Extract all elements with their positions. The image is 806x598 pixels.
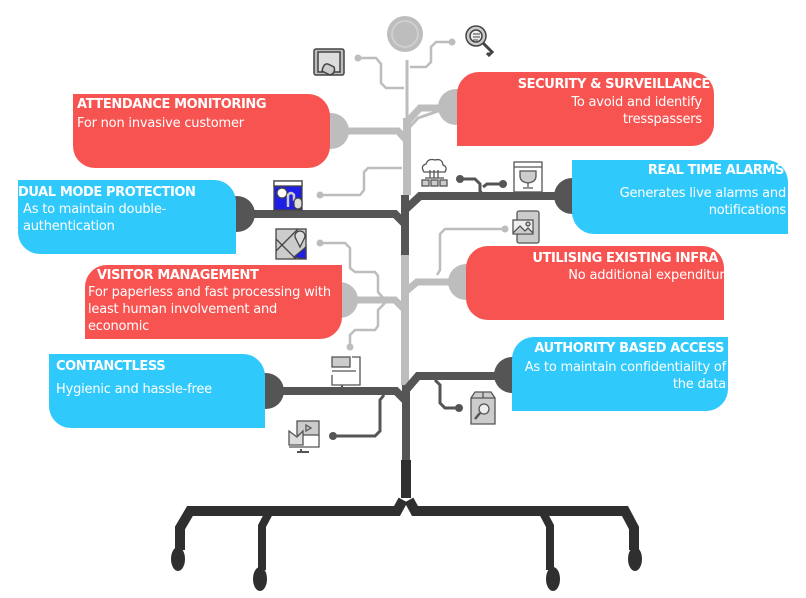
card-security-surveillance: SECURITY & SURVEILLANCE To avoid and ide… — [457, 72, 714, 146]
trunk-upper — [405, 60, 448, 134]
circuit-cloud — [460, 177, 486, 197]
branch-dual — [237, 210, 408, 227]
card-visitor-management: VISITOR MANAGEMENT For paperless and fas… — [85, 265, 342, 339]
search-key-icon — [465, 25, 495, 58]
branch-attendance — [330, 127, 410, 144]
circuit-top-right — [410, 40, 450, 69]
root-tips — [171, 547, 642, 591]
root-right-inner — [538, 509, 554, 570]
card-utilising-existing-infra: UTILISING EXISTING INFRA No additional e… — [466, 246, 732, 320]
card-desc: For non invasive customer — [77, 116, 244, 131]
tablet-touch-icon — [313, 48, 345, 76]
map-pin-icon — [275, 228, 307, 260]
branch-contactless — [266, 387, 409, 404]
circuit-money — [320, 166, 402, 197]
circuit-video — [333, 394, 386, 438]
card-title: ATTENDANCE MONITORING — [77, 97, 267, 112]
card-dual-mode-protection: DUAL MODE PROTECTION As to maintain doub… — [18, 180, 236, 254]
dark-trunk — [237, 177, 572, 468]
card-desc: As to maintain confidentiality of the da… — [524, 360, 726, 392]
root-left-inner — [258, 509, 274, 570]
card-title: SECURITY & SURVEILLANCE — [517, 77, 711, 92]
roots — [175, 460, 639, 570]
card-title: CONTANCTLESS — [56, 359, 166, 374]
branch-authority — [402, 372, 512, 393]
card-title: DUAL MODE PROTECTION — [18, 185, 196, 200]
card-desc: To avoid and identify tresspassers — [571, 95, 702, 127]
card-desc: Generates live alarms and notifications — [619, 186, 787, 218]
circuit-map — [320, 241, 386, 301]
card-title: UTILISING EXISTING INFRA — [532, 251, 718, 266]
light-trunk — [320, 40, 505, 385]
package-search-icon — [470, 391, 496, 425]
circuit-trophy — [482, 182, 502, 189]
cloud-network-icon — [421, 158, 448, 187]
computer-monitor-icon — [331, 356, 361, 390]
card-authority-based-access: AUTHORITY BASED ACCESS As to maintain co… — [512, 337, 728, 411]
circuit-package — [433, 378, 458, 410]
money-mouse-icon — [273, 180, 303, 211]
video-mail-monitor-icon — [288, 420, 320, 453]
card-desc: No additional expenditure — [568, 268, 732, 283]
card-title: VISITOR MANAGEMENT — [97, 268, 259, 283]
card-contactless: CONTANCTLESS Hygienic and hassle-free — [49, 354, 265, 428]
card-desc: As to maintain double-authentication — [23, 202, 167, 234]
branch-alarms — [402, 192, 572, 213]
root-right — [404, 497, 639, 550]
card-title: AUTHORITY BASED ACCESS — [534, 341, 724, 356]
trophy-browser-icon — [513, 161, 543, 193]
card-real-time-alarms: REAL TIME ALARMS Generates live alarms a… — [572, 160, 788, 234]
mobile-image-icon — [512, 210, 540, 244]
card-title: REAL TIME ALARMS — [647, 163, 785, 178]
card-desc: Hygienic and hassle-free — [56, 382, 212, 397]
root-left — [175, 497, 408, 550]
branch-visitor — [340, 296, 408, 313]
card-attendance-monitoring: ATTENDANCE MONITORING For non invasive c… — [73, 94, 330, 168]
circuit-mobile — [435, 227, 505, 276]
circuit-top-left — [357, 56, 404, 90]
circuit-monitor — [348, 302, 386, 345]
card-desc: For paperless and fast processing with l… — [88, 285, 331, 334]
